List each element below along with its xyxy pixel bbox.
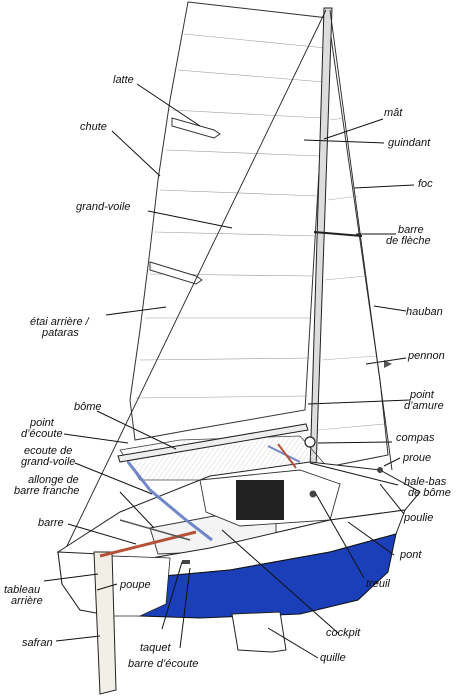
rudder: [93, 551, 117, 695]
label-etai-2: pataras: [42, 327, 79, 339]
label-ecoute-gv-2: grand-voile: [21, 456, 76, 468]
backstay: [65, 9, 327, 549]
label-barre-de-fleche-2: de flèche: [386, 235, 431, 247]
boom: [117, 423, 309, 463]
label-tableau-1: tableau: [4, 584, 41, 596]
jib-seams: [317, 117, 385, 431]
tiller-line: [99, 530, 197, 558]
label-hale-bas-1: hale-bas: [404, 476, 447, 488]
leader-lines: [43, 83, 415, 659]
label-hauban: hauban: [406, 306, 443, 318]
compass-dial: [304, 436, 316, 448]
mainsail-seams: [135, 33, 327, 399]
label-cockpit: cockpit: [326, 627, 361, 639]
label-barre-ecoute: barre d’écoute: [128, 658, 199, 670]
pulley: [377, 467, 383, 473]
label-grand-voile: grand-voile: [76, 201, 131, 213]
shroud: [329, 9, 393, 471]
tiller-extension-line: [119, 519, 191, 541]
label-point-amure-2: d’amure: [404, 400, 444, 412]
label-allonge-1: allonge de: [28, 474, 79, 486]
battens: [149, 117, 221, 285]
label-compas: compas: [396, 432, 435, 444]
cleat: [182, 560, 190, 564]
label-point-amure-1: point: [410, 389, 434, 401]
hatch-opening: [236, 480, 284, 520]
label-pennon: pennon: [408, 350, 445, 362]
mainsheet: [126, 461, 213, 542]
label-chute: chute: [80, 121, 107, 133]
label-safran: safran: [22, 637, 53, 649]
label-poupe: poupe: [120, 579, 151, 591]
label-tableau-2: arrière: [11, 595, 43, 607]
winch: [309, 490, 317, 498]
red-halyard: [277, 443, 297, 469]
label-etai-1: étai arrière /: [30, 316, 89, 328]
jibsheet: [267, 445, 301, 463]
label-hale-bas-2: de bôme: [408, 487, 451, 499]
label-foc: foc: [418, 178, 433, 190]
label-barre: barre: [38, 517, 64, 529]
keel: [231, 611, 287, 653]
label-taquet: taquet: [140, 642, 171, 654]
label-proue: proue: [403, 452, 432, 464]
pennon-flag: [384, 360, 392, 368]
label-poulie: poulie: [404, 512, 434, 524]
label-latte: latte: [113, 74, 134, 86]
mainsail: [129, 1, 329, 441]
label-mat: mât: [384, 107, 403, 119]
label-treuil: treuil: [366, 578, 390, 590]
label-quille: quille: [320, 652, 346, 664]
label-guindant: guindant: [388, 137, 431, 149]
spreader: [313, 231, 363, 237]
label-point-ecoute-2: d’écoute: [21, 428, 63, 440]
label-point-ecoute-1: point: [30, 417, 54, 429]
label-bome: bôme: [74, 401, 102, 413]
label-allonge-2: barre franche: [14, 485, 80, 497]
label-barre-de-fleche-1: barre: [398, 224, 424, 236]
label-ecoute-gv-1: ecoute de: [24, 445, 73, 457]
label-pont: pont: [400, 549, 422, 561]
